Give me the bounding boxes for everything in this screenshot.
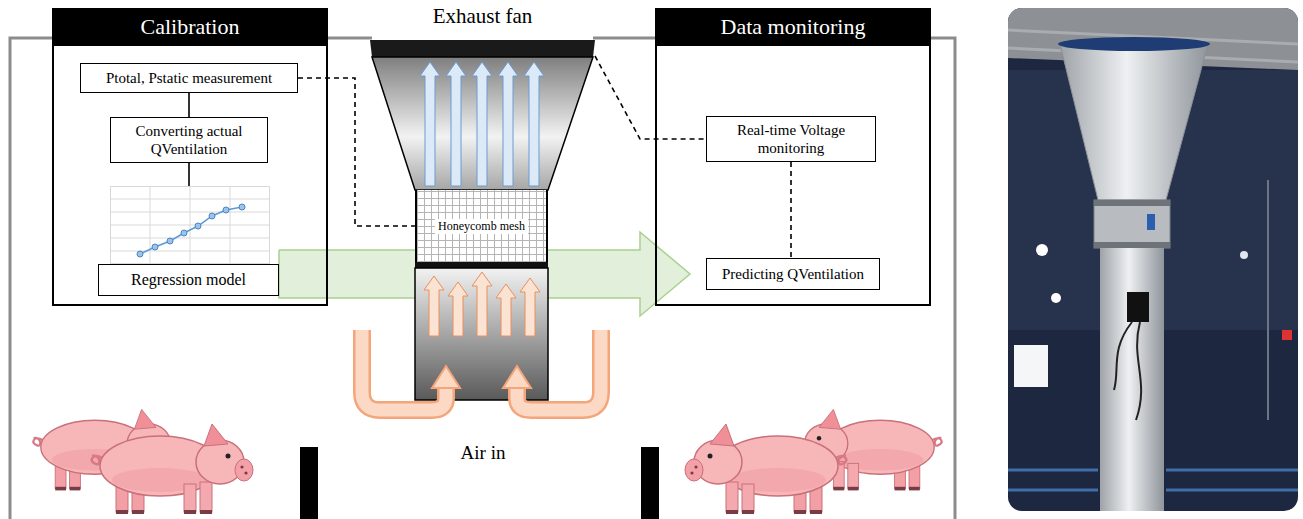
- regression-chart: [195, 223, 201, 229]
- regression-chart: [181, 230, 187, 236]
- fan-outline: [362, 330, 446, 410]
- fan-photo: [1060, 44, 1208, 200]
- fan-outline: [446, 62, 466, 186]
- fan-photo: [1058, 37, 1210, 51]
- honeycomb-mesh: Honeycomb mesh: [415, 190, 548, 262]
- fan-photo: [1282, 330, 1292, 340]
- pen-post: [300, 447, 318, 519]
- fan-photo: [1051, 293, 1061, 303]
- box-text: Predicting QVentilation: [722, 265, 864, 283]
- fan-photo: [1147, 214, 1155, 230]
- fan-photo: [1127, 292, 1149, 322]
- fan-photo: [1008, 8, 1298, 511]
- process-box: Predicting QVentilation: [706, 258, 880, 290]
- box-text: Converting actual QVentilation: [119, 122, 259, 158]
- fan-photo: [1094, 200, 1170, 248]
- fan-outline: [372, 57, 593, 190]
- regression-chart: [111, 187, 270, 264]
- fan-photo: [1114, 322, 1141, 420]
- regression-chart: [167, 238, 173, 244]
- mesh-label: Honeycomb mesh: [435, 219, 528, 234]
- regression-chart: [137, 204, 245, 257]
- box-text: Ptotal, Pstatic measurement: [106, 69, 272, 87]
- fan-outline: [503, 366, 531, 388]
- fan-outline: [415, 262, 548, 268]
- fan-outline: [420, 62, 440, 186]
- regression-chart: [223, 207, 229, 213]
- process-box: Converting actual QVentilation: [110, 117, 268, 163]
- fan-photo: [1036, 244, 1048, 256]
- box-text: Real-time Voltage monitoring: [715, 121, 867, 157]
- connector-line: [188, 93, 190, 117]
- fan-outline: [370, 40, 595, 57]
- fan-outline: [432, 366, 460, 388]
- fan-photo: [1008, 8, 1298, 511]
- process-box: Regression model: [98, 264, 279, 296]
- fan-outline: [415, 268, 548, 400]
- box-text: Regression model: [131, 270, 246, 289]
- fan-outline: [517, 330, 601, 410]
- monitoring-panel: Data monitoringReal-time Voltage monitor…: [655, 8, 931, 306]
- fan-outline: [472, 62, 492, 186]
- fan-outline: [498, 62, 518, 186]
- panel-header: Calibration: [52, 8, 328, 46]
- process-box: Real-time Voltage monitoring: [706, 116, 876, 162]
- connector-line: [595, 56, 706, 139]
- fan-outline: [517, 330, 601, 410]
- regression-chart: [239, 204, 245, 210]
- panel-header: Data monitoring: [655, 8, 931, 46]
- connector-line: [790, 162, 792, 258]
- fan-heading: Exhaust fan: [370, 4, 595, 29]
- regression-chart: [110, 186, 270, 264]
- calibration-panel: CalibrationPtotal, Pstatic measurementCo…: [52, 8, 328, 306]
- fan-photo: [1240, 251, 1248, 259]
- fan-outline: [362, 330, 446, 410]
- fan-outline: [448, 282, 468, 336]
- pig-figure: [92, 424, 253, 514]
- fan-outline: [496, 284, 516, 336]
- fan-outline: [424, 276, 444, 336]
- exhaust-fan: Exhaust fanHoneycomb mesh: [370, 0, 595, 400]
- flow-label: Air in: [461, 442, 506, 464]
- fan-photo: [1008, 470, 1298, 490]
- regression-chart: [110, 186, 270, 264]
- fan-photo: [1094, 200, 1170, 206]
- fan-outline: [520, 278, 540, 336]
- fan-photo: [1014, 345, 1048, 387]
- fan-photo: [1267, 180, 1269, 420]
- fan-outline: [524, 62, 544, 186]
- fan-outline: [472, 272, 492, 336]
- regression-chart: [152, 244, 158, 250]
- regression-chart: [137, 251, 143, 257]
- fan-photo: [1094, 242, 1170, 248]
- pen-post: [641, 447, 659, 519]
- pig-figure: [685, 424, 846, 514]
- fan-photo: [1100, 248, 1164, 511]
- barn-outline: [10, 38, 955, 519]
- process-box: Ptotal, Pstatic measurement: [80, 63, 298, 93]
- regression-chart: [140, 207, 242, 254]
- regression-chart: [209, 213, 215, 219]
